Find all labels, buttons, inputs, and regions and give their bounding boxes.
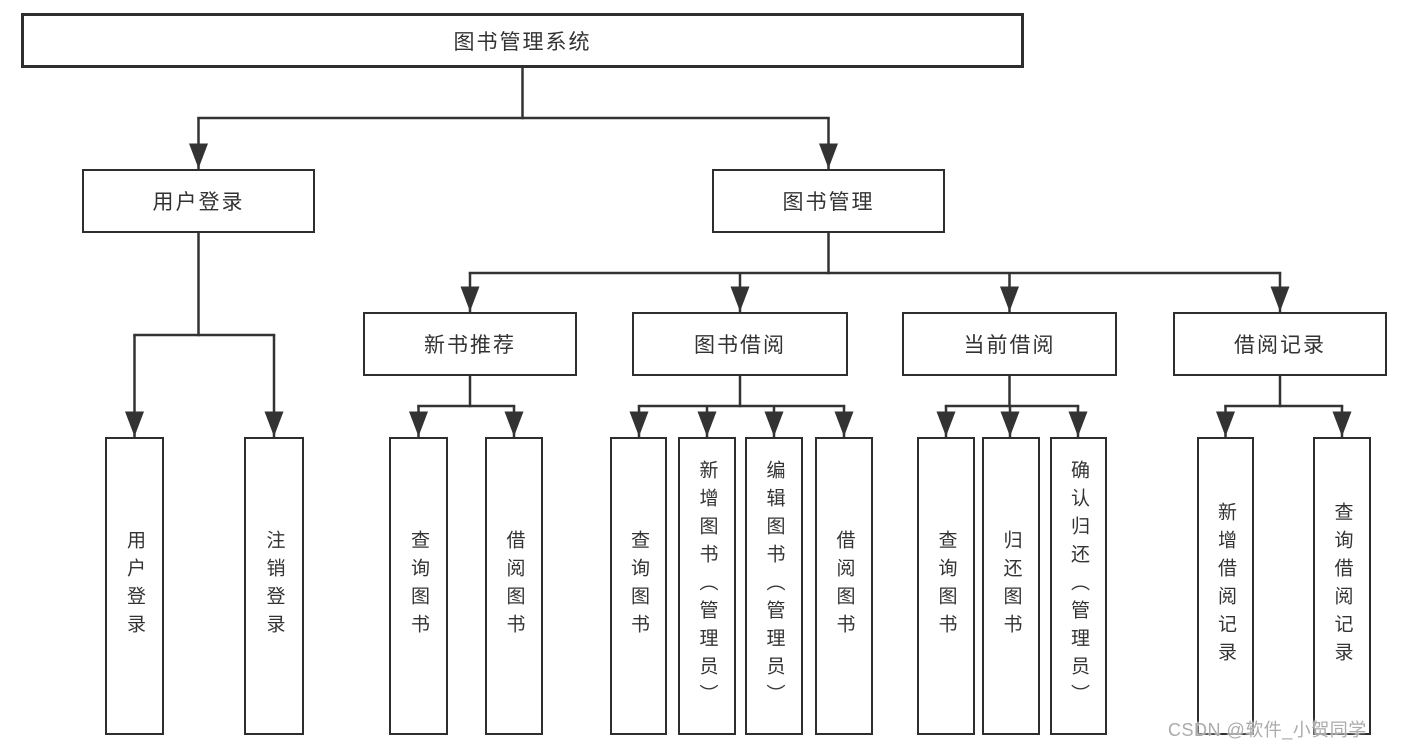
leaf-cb-confirm-return-admin-label: 确认归还（管理员） <box>1068 460 1089 712</box>
node-book-management-label: 图书管理 <box>782 191 875 214</box>
node-book-management: 图书管理 <box>712 169 945 233</box>
node-borrow-records-label: 借阅记录 <box>1234 334 1326 357</box>
leaf-logout-label: 注销登录 <box>263 530 285 642</box>
leaf-cb-query-books: 查询图书 <box>917 437 975 735</box>
leaf-bb-edit-books-admin-label: 编辑图书（管理员） <box>763 460 785 712</box>
leaf-bb-borrow-books: 借阅图书 <box>815 437 873 735</box>
watermark: CSDN @软件_小贺同学 <box>1168 720 1367 740</box>
node-root: 图书管理系统 <box>21 13 1024 68</box>
node-current-borrow: 当前借阅 <box>902 312 1117 376</box>
leaf-br-add-record-label: 新增借阅记录 <box>1215 502 1236 670</box>
leaf-cb-confirm-return-admin: 确认归还（管理员） <box>1050 437 1107 735</box>
leaf-nb-borrow-books: 借阅图书 <box>485 437 543 735</box>
leaf-bb-query-books: 查询图书 <box>610 437 667 735</box>
edges-current-borrow <box>936 374 1088 438</box>
edges-user-login <box>125 231 284 438</box>
leaf-user-login: 用户登录 <box>105 437 164 735</box>
edges-root <box>189 66 838 170</box>
leaf-bb-query-books-label: 查询图书 <box>628 530 649 642</box>
node-new-book-recommend: 新书推荐 <box>363 312 577 376</box>
edges-new-book-recommend <box>409 374 524 438</box>
leaf-cb-query-books-label: 查询图书 <box>935 530 957 642</box>
leaf-br-add-record: 新增借阅记录 <box>1197 437 1254 735</box>
node-new-book-recommend-label: 新书推荐 <box>424 334 516 357</box>
node-book-borrow-label: 图书借阅 <box>694 334 786 357</box>
node-current-borrow-label: 当前借阅 <box>963 334 1056 357</box>
leaf-br-query-record-label: 查询借阅记录 <box>1331 502 1353 670</box>
leaf-user-login-label: 用户登录 <box>124 530 145 642</box>
node-root-label: 图书管理系统 <box>453 30 592 54</box>
leaf-br-query-record: 查询借阅记录 <box>1313 437 1371 735</box>
node-user-login: 用户登录 <box>82 169 315 233</box>
node-user-login-label: 用户登录 <box>152 191 245 214</box>
leaf-bb-add-books-admin: 新增图书（管理员） <box>678 437 736 735</box>
node-borrow-records: 借阅记录 <box>1173 312 1387 376</box>
leaf-bb-add-books-admin-label: 新增图书（管理员） <box>696 460 718 712</box>
edges-book-borrow <box>629 374 854 438</box>
edges-borrow-records <box>1216 374 1352 438</box>
node-book-borrow: 图书借阅 <box>632 312 848 376</box>
edges-book-management <box>460 231 1290 313</box>
leaf-bb-borrow-books-label: 借阅图书 <box>833 530 855 642</box>
leaf-bb-edit-books-admin: 编辑图书（管理员） <box>745 437 803 735</box>
leaf-nb-query-books-label: 查询图书 <box>408 530 429 642</box>
leaf-nb-query-books: 查询图书 <box>389 437 448 735</box>
leaf-nb-borrow-books-label: 借阅图书 <box>503 530 525 642</box>
leaf-cb-return-books: 归还图书 <box>982 437 1040 735</box>
leaf-logout: 注销登录 <box>244 437 304 735</box>
leaf-cb-return-books-label: 归还图书 <box>1000 530 1022 642</box>
